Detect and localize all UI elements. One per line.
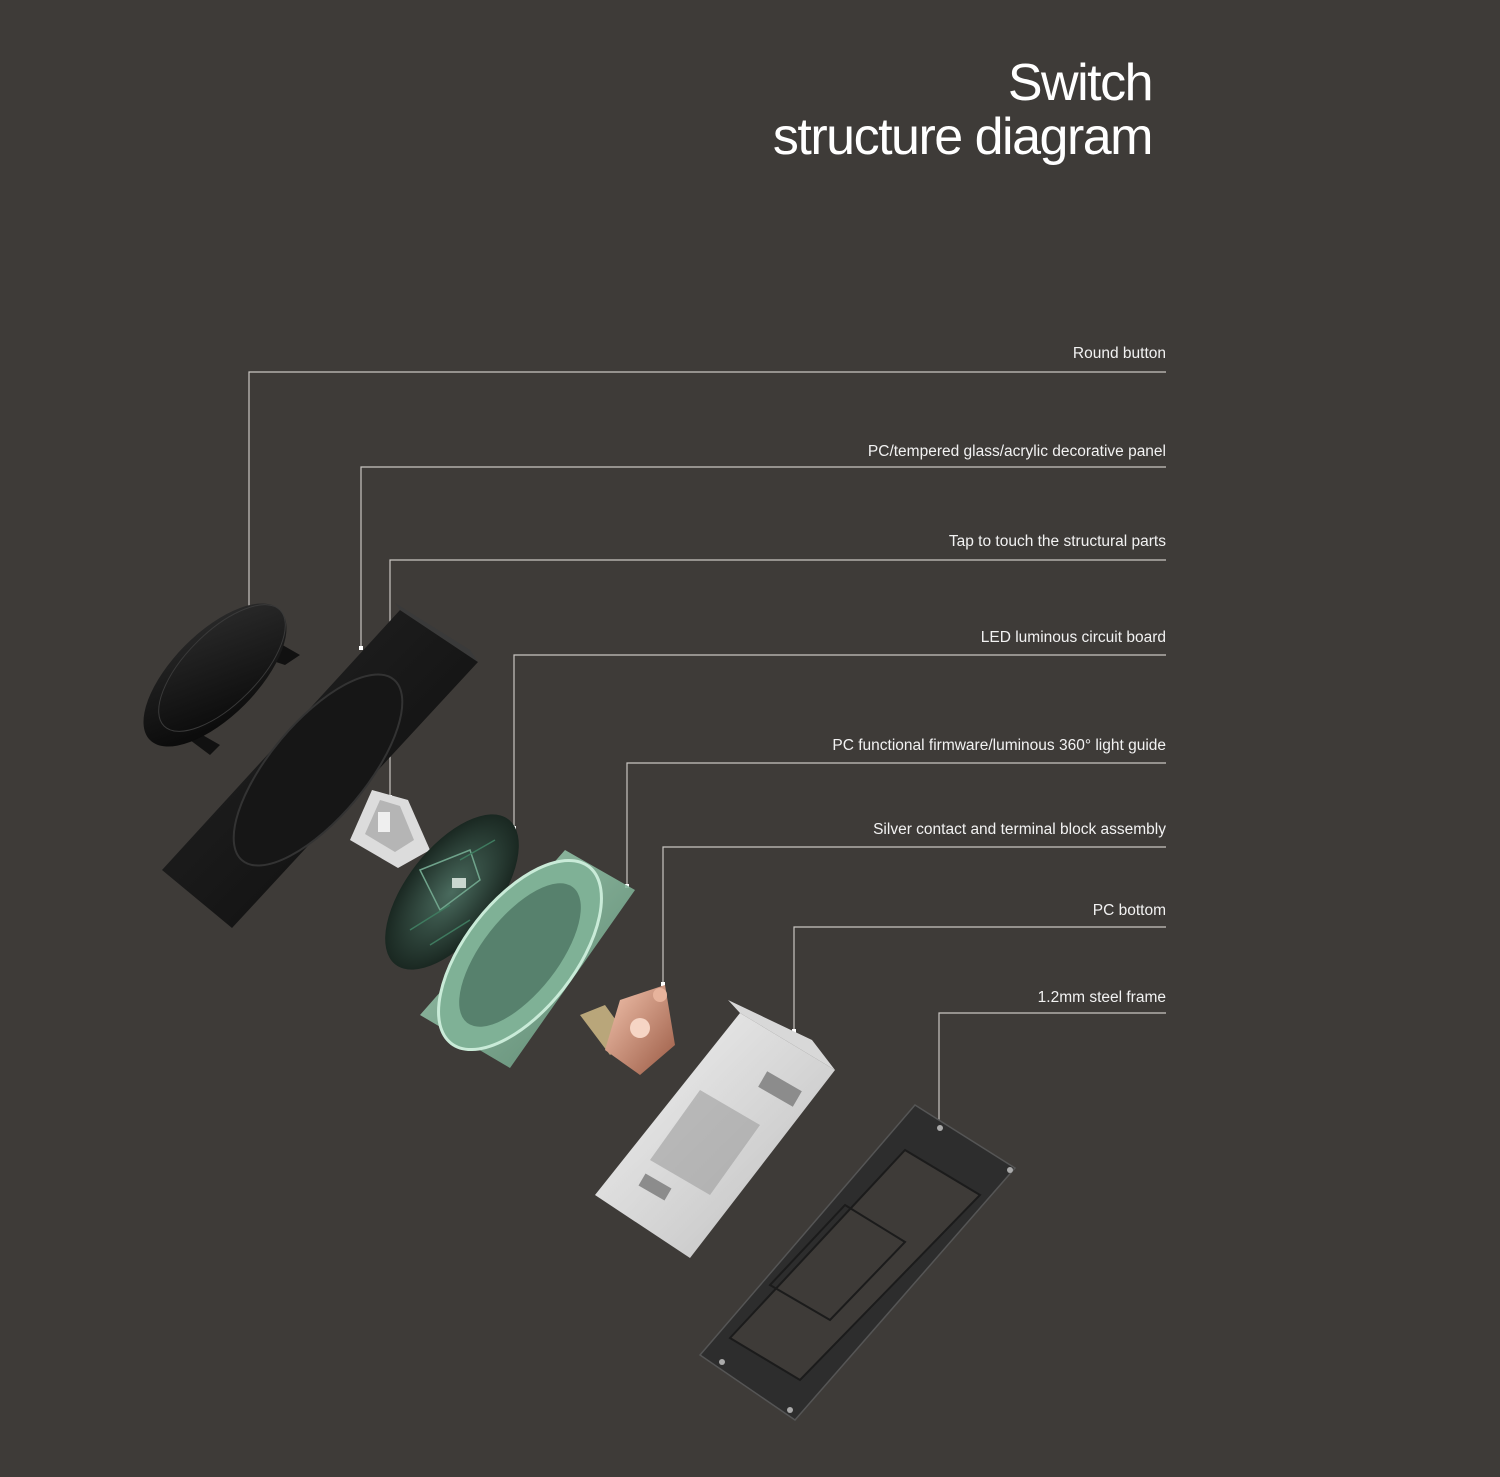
leader-led-circuit-board bbox=[513, 654, 1166, 828]
label-steel-frame: 1.2mm steel frame bbox=[1037, 989, 1166, 1006]
label-round-button: Round button bbox=[1072, 345, 1166, 362]
diagram-title: Switch structure diagram bbox=[772, 54, 1154, 166]
label-silver-contact-assembly: Silver contact and terminal block assemb… bbox=[873, 821, 1166, 838]
decorative-panel-part bbox=[162, 603, 478, 928]
led-circuit-board-part bbox=[385, 814, 519, 970]
label-touch-structural-parts: Tap to touch the structural parts bbox=[948, 533, 1166, 550]
leader-decorative-panel bbox=[360, 466, 1166, 648]
title-line-2: structure diagram bbox=[772, 108, 1154, 166]
leader-round-button bbox=[248, 371, 1166, 617]
label-pc-bottom: PC bottom bbox=[1092, 902, 1166, 919]
pc-bottom-part bbox=[595, 1000, 835, 1258]
steel-frame-part bbox=[698, 1104, 1017, 1421]
round-button-part bbox=[143, 603, 300, 755]
title-line-1: Switch bbox=[1007, 54, 1154, 112]
leader-light-guide bbox=[626, 762, 1166, 886]
label-decorative-panel: PC/tempered glass/acrylic decorative pan… bbox=[867, 443, 1166, 460]
label-led-circuit-board: LED luminous circuit board bbox=[980, 629, 1166, 646]
label-light-guide: PC functional firmware/luminous 360° lig… bbox=[832, 737, 1166, 754]
leader-touch-structural-parts bbox=[389, 559, 1166, 797]
light-guide-part bbox=[420, 850, 635, 1068]
leader-silver-contact bbox=[662, 846, 1166, 984]
leader-pc-bottom bbox=[793, 926, 1166, 1031]
leader-steel-frame bbox=[938, 1012, 1166, 1130]
leader-lines bbox=[248, 371, 1166, 1130]
touch-structural-part bbox=[350, 790, 430, 868]
silver-contact-assembly-part bbox=[580, 985, 675, 1075]
